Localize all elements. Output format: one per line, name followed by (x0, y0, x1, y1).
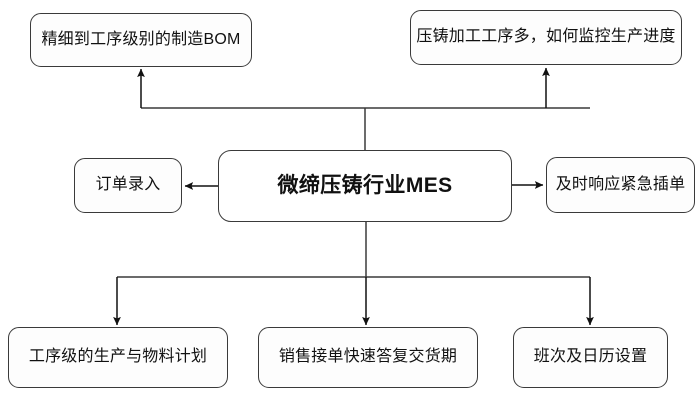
node-label-delivery-date-reply: 销售接单快速答复交货期 (278, 348, 458, 366)
node-manufacturing-bom[interactable]: 精细到工序级别的制造BOM (30, 13, 252, 67)
node-label-production-progress-monitoring: 压铸加工工序多，如何监控生产进度 (416, 28, 676, 46)
node-label-order-entry: 订单录入 (95, 176, 161, 194)
connector-center-to-bottom-branches (113, 222, 594, 326)
node-label-urgent-order-response: 及时响应紧急插单 (555, 175, 686, 193)
connector-center-to-top-branches (137, 67, 590, 150)
node-production-material-plan[interactable]: 工序级的生产与物料计划 (8, 327, 228, 388)
node-label-manufacturing-bom: 精细到工序级别的制造BOM (41, 30, 241, 48)
node-order-entry[interactable]: 订单录入 (74, 158, 182, 213)
node-urgent-order-response[interactable]: 及时响应紧急插单 (546, 157, 695, 213)
node-label-production-material-plan: 工序级的生产与物料计划 (28, 348, 208, 366)
node-label-shift-calendar-setup: 班次及日历设置 (533, 348, 648, 366)
node-delivery-date-reply[interactable]: 销售接单快速答复交货期 (258, 327, 478, 388)
center-node-label: 微缔压铸行业MES (277, 173, 453, 197)
center-node-mes-hub[interactable]: 微缔压铸行业MES (218, 150, 512, 222)
node-shift-calendar-setup[interactable]: 班次及日历设置 (513, 327, 668, 388)
node-production-progress-monitoring[interactable]: 压铸加工工序多，如何监控生产进度 (410, 10, 682, 65)
